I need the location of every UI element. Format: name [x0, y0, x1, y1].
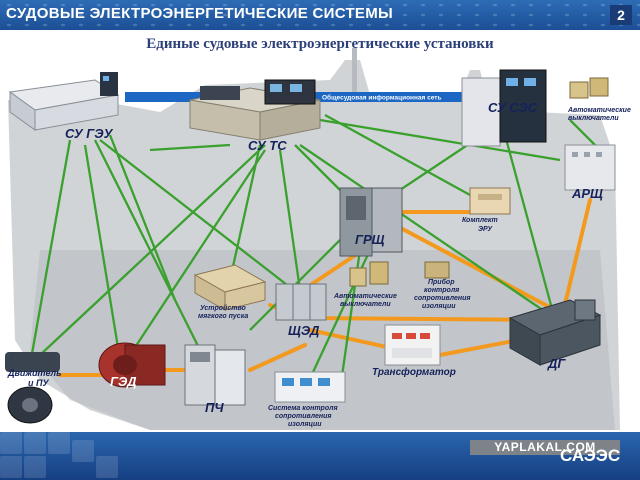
transformer-cabinet — [384, 324, 441, 366]
label-su-geu: СУ ГЭУ — [65, 126, 114, 141]
label-transformer: Трансформатор — [372, 366, 456, 378]
propulsion-unit — [5, 352, 60, 424]
label-ged: ГЭД — [110, 374, 137, 389]
su-ts-console — [189, 79, 321, 141]
label-su-ts: СУ ТС — [248, 138, 287, 153]
ship-hull-shade — [30, 250, 615, 430]
pribor-device — [424, 261, 450, 279]
ship-mast — [352, 48, 357, 98]
diagram-subtitle: Единые судовые электроэнергетические уст… — [146, 36, 494, 52]
pch-cabinet — [184, 344, 246, 406]
footer-bar — [0, 432, 640, 480]
footer-tile — [24, 456, 46, 478]
label-pch: ПЧ — [205, 400, 224, 415]
page-title: СУДОВЫЕ ЭЛЕКТРОЭНЕРГЕТИЧЕСКИЕ СИСТЕМЫ — [6, 5, 394, 22]
label-dg: ДГ — [547, 356, 566, 371]
shched-cabinet — [275, 283, 327, 321]
komplekt-eru-box — [469, 187, 511, 215]
footer-tile — [72, 440, 94, 462]
footer-tile — [24, 432, 46, 454]
label-komplekt-eru: Комплект ЭРУ — [462, 217, 500, 233]
label-auto-breakers-top: Автоматические выключатели — [567, 107, 633, 122]
header-pattern — [0, 0, 640, 30]
label-auto-breakers-mid: Автоматические выключатели — [333, 293, 399, 308]
insulation-system-cabinet — [274, 371, 346, 403]
label-insulation-system: Система контроля сопротивления изоляции — [268, 405, 340, 428]
brand-logo-text: САЭЭС — [560, 446, 621, 465]
page-number: 2 — [610, 5, 632, 25]
grsch-cabinet — [339, 187, 403, 257]
label-grsch: ГРЩ — [355, 232, 385, 247]
label-propulsion: Движитель и ПУ — [7, 368, 64, 388]
watermark: YAPLAKAL.COM — [470, 440, 620, 455]
network-bus-label: Общесудовая информационная сеть — [322, 94, 441, 102]
su-geu-cabinet — [8, 72, 120, 131]
footer-tile — [0, 432, 22, 454]
soft-start-box — [193, 264, 267, 311]
su-ses-cabinet — [461, 69, 547, 147]
footer-tile — [96, 456, 118, 478]
label-pribor: Прибор контроля сопротивления изоляции — [414, 278, 472, 310]
header-bar: СУДОВЫЕ ЭЛЕКТРОЭНЕРГЕТИЧЕСКИЕ СИСТЕМЫ 2 — [0, 0, 640, 30]
auto-breakers-top — [569, 77, 609, 99]
label-shched: ЩЭД — [288, 323, 320, 338]
arsch-cabinet — [564, 144, 616, 191]
label-arsch: АРЩ — [571, 186, 603, 201]
footer-tile — [0, 456, 22, 478]
auto-breakers-mid — [349, 261, 389, 287]
ged-motor — [98, 342, 166, 388]
label-soft-start: Устройство мягкого пуска — [198, 304, 248, 320]
footer-tile — [48, 432, 70, 454]
dg-generator — [508, 299, 602, 366]
label-su-ses: СУ СЭС — [488, 100, 538, 115]
